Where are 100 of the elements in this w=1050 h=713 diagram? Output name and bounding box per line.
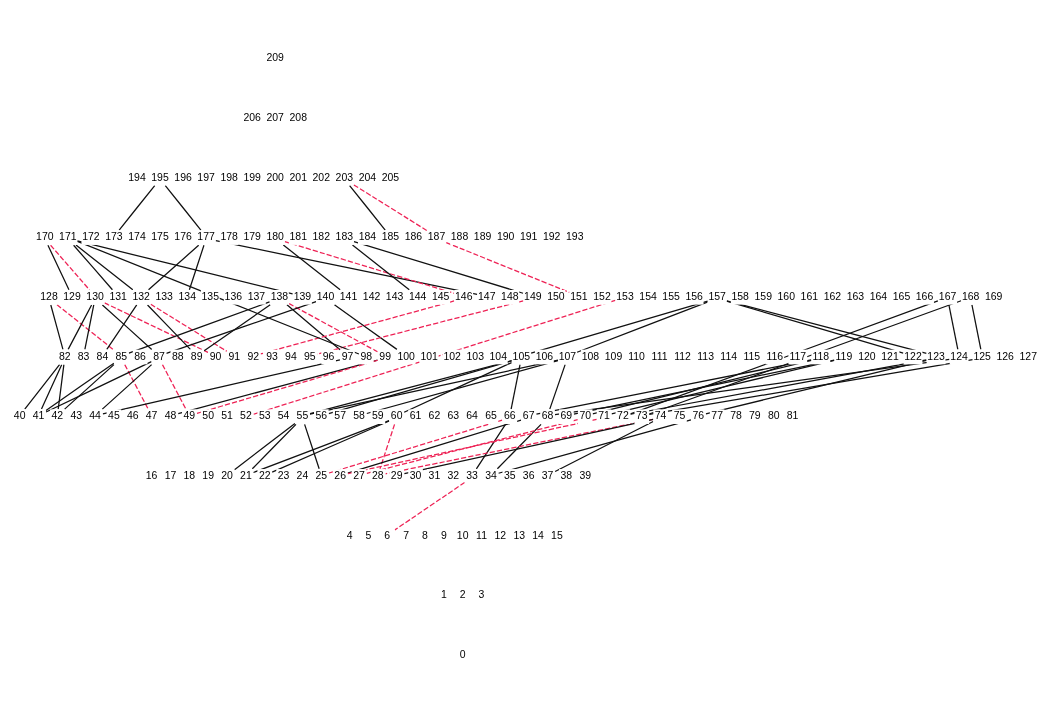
node-text: 162 xyxy=(823,290,842,302)
node-box: 106 xyxy=(534,349,554,364)
node-text: 208 xyxy=(289,111,307,123)
node-text: 180 xyxy=(266,230,284,242)
connector xyxy=(284,240,455,294)
node-text: 3 xyxy=(478,588,485,600)
connector xyxy=(101,303,153,350)
connector xyxy=(56,303,115,351)
node-text: 120 xyxy=(858,350,876,362)
node-text: 67 xyxy=(522,409,535,421)
node-text: 51 xyxy=(221,409,233,421)
node-text: 174 xyxy=(128,230,146,242)
node-text: 176 xyxy=(174,230,192,242)
node-text: 18 xyxy=(183,469,196,481)
node-box: 100 xyxy=(396,349,416,364)
connector xyxy=(629,358,927,415)
connector xyxy=(535,358,812,415)
node-text: 6 xyxy=(384,529,391,541)
node-text: 17 xyxy=(164,469,177,481)
node-text: 207 xyxy=(266,111,284,123)
node-text: 61 xyxy=(409,409,422,421)
node-text: 25 xyxy=(315,469,328,481)
node-text: 163 xyxy=(846,290,865,302)
node-box: 118 xyxy=(811,349,831,364)
connector xyxy=(203,303,271,351)
node-text: 109 xyxy=(604,350,623,362)
connector xyxy=(445,241,571,293)
connector xyxy=(648,358,974,415)
connector xyxy=(161,363,187,410)
connector xyxy=(84,303,95,350)
node-box: 74 xyxy=(653,408,668,424)
node-text: 182 xyxy=(312,230,331,242)
connector xyxy=(164,184,202,231)
node-text: 165 xyxy=(892,290,911,302)
node-text: 64 xyxy=(466,409,478,421)
node-text: 41 xyxy=(32,409,45,421)
node-text: 141 xyxy=(339,290,358,302)
connector xyxy=(188,244,205,290)
node-text: 134 xyxy=(178,290,196,302)
node-text: 190 xyxy=(496,230,515,242)
connector xyxy=(475,423,507,469)
connector xyxy=(102,358,341,414)
node-text: 95 xyxy=(303,350,316,362)
node-text: 24 xyxy=(296,469,309,481)
node-text: 55 xyxy=(296,409,309,421)
connector xyxy=(146,303,191,350)
connector xyxy=(573,358,835,415)
node-text: 199 xyxy=(243,171,261,183)
node-box-text: 146 xyxy=(454,289,474,305)
connector xyxy=(592,359,812,414)
node-text: 125 xyxy=(973,350,991,362)
connector xyxy=(286,303,341,350)
node-text: 112 xyxy=(674,350,691,362)
connector xyxy=(103,301,209,353)
connector xyxy=(309,358,559,415)
node-box: 122 xyxy=(903,349,923,364)
connector xyxy=(40,363,63,410)
node-text: 23 xyxy=(277,469,290,481)
node-text: 62 xyxy=(428,409,441,421)
connector xyxy=(366,418,579,474)
node-text: 153 xyxy=(616,290,634,302)
node-text: 78 xyxy=(730,409,742,421)
node-text: 63 xyxy=(447,409,460,421)
node-text: 9 xyxy=(440,529,447,541)
connector xyxy=(948,303,959,350)
node-text: 154 xyxy=(639,290,657,302)
node-text: 83 xyxy=(77,350,90,362)
node-box: 98 xyxy=(359,349,374,364)
connector xyxy=(328,418,503,474)
node-text: 2 xyxy=(459,588,466,600)
connector xyxy=(150,303,228,352)
node-text: 19 xyxy=(202,469,215,481)
node-box: 70 xyxy=(577,408,593,424)
node-text: 81 xyxy=(786,409,799,421)
node-text: 119 xyxy=(835,350,853,362)
connector xyxy=(215,239,478,295)
node-text: 54 xyxy=(277,409,290,421)
node-text: 42 xyxy=(51,409,64,421)
node-text: 129 xyxy=(63,290,81,302)
connector xyxy=(282,243,341,290)
node-text: 94 xyxy=(285,350,297,362)
node-text: 5 xyxy=(365,529,372,541)
node-text: 196 xyxy=(174,171,192,183)
node-box: 72 xyxy=(615,408,631,424)
node-text: 183 xyxy=(335,230,354,242)
node-text: 188 xyxy=(450,230,469,242)
connector xyxy=(705,359,928,414)
connector xyxy=(73,244,114,290)
connector xyxy=(347,418,598,474)
node-box: 117 xyxy=(788,349,808,364)
node-text: 39 xyxy=(579,469,592,481)
node-box: 123 xyxy=(926,349,946,364)
connector xyxy=(496,423,542,469)
connector xyxy=(379,423,396,469)
node-text: 147 xyxy=(478,290,496,302)
node-text: 4 xyxy=(346,529,353,541)
connector xyxy=(76,239,294,294)
connector xyxy=(106,303,138,350)
connector xyxy=(47,244,70,290)
node-text: 194 xyxy=(128,171,146,183)
